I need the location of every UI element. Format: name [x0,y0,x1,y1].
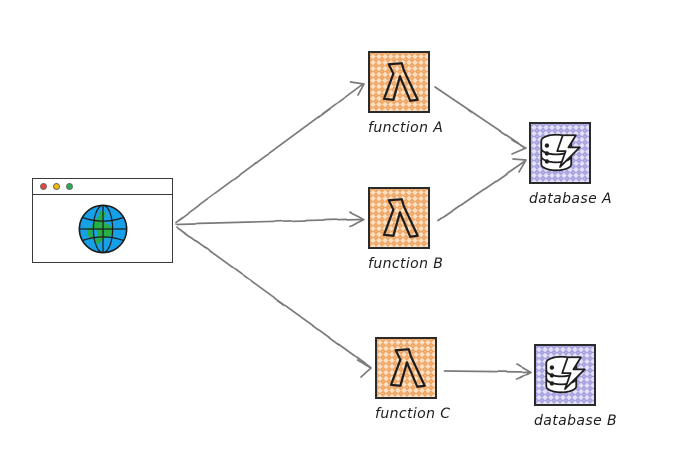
window-minimize-dot[interactable] [53,183,60,190]
node-function-a[interactable]: function A [368,51,461,136]
node-database-b[interactable]: database B [534,344,627,429]
node-label-function-c: function C [375,406,451,422]
node-label-database-a: database A [529,191,612,207]
edge-browser-function-c [176,226,372,378]
database-icon [529,122,591,184]
window-maximize-dot[interactable] [66,183,73,190]
lambda-icon [368,187,430,249]
node-function-c[interactable]: function C [375,337,468,422]
node-label-database-b: database B [534,413,617,429]
database-icon [534,344,596,406]
browser-titlebar [33,179,172,195]
node-database-a[interactable]: database A [529,122,622,207]
browser-viewport [33,195,172,262]
browser-window-node[interactable] [32,178,173,263]
lambda-icon [375,337,437,399]
edge-browser-function-a [175,81,365,223]
window-close-dot[interactable] [40,183,47,190]
node-label-function-b: function B [368,256,444,272]
globe-icon [75,201,131,257]
lambda-icon [368,51,430,113]
node-function-b[interactable]: function B [368,187,461,272]
edge-browser-function-b [175,211,365,227]
node-label-function-a: function A [368,120,444,136]
